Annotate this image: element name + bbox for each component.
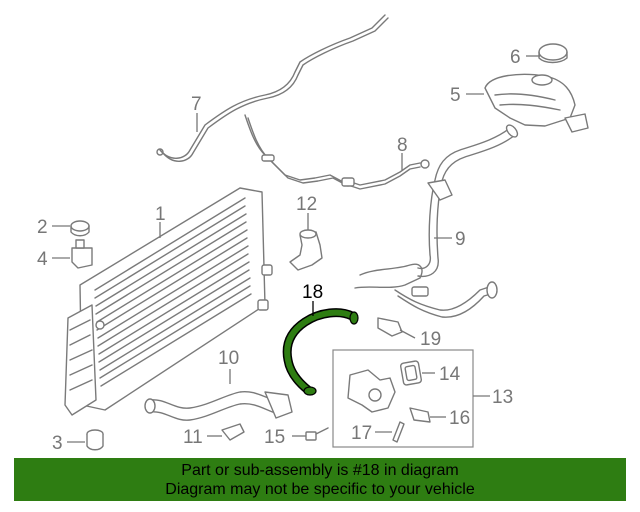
callout-17: 17: [351, 423, 372, 444]
callout-10: 10: [218, 348, 239, 369]
callout-4: 4: [37, 249, 48, 270]
part-18-hose-highlighted: [282, 308, 359, 396]
callout-11: 11: [183, 427, 203, 448]
leader-lines: [52, 55, 540, 443]
part-7-line: [156, 14, 389, 187]
callout-16: 16: [449, 408, 470, 429]
parts-diagram: 1 2 3 4 5 6 7 8 9 10 11 12 13 14 15 16 1…: [37, 14, 589, 454]
part-9-hose: [354, 124, 519, 318]
part-14-gasket: [400, 360, 422, 386]
part-8-line: [341, 159, 430, 190]
callout-6: 6: [510, 47, 521, 68]
callout-13: 13: [492, 387, 513, 408]
part-3-mount: [86, 429, 104, 451]
part-2-grommet: [70, 220, 90, 237]
callout-12: 12: [296, 194, 317, 215]
part-1-radiator: [64, 187, 273, 416]
part-4-bracket: [71, 239, 93, 269]
callout-15: 15: [264, 427, 285, 448]
callout-3: 3: [52, 433, 63, 454]
info-banner: Part or sub-assembly is #18 in diagram D…: [14, 458, 626, 501]
part-10-hose: [144, 390, 293, 421]
part-15-bolt: [305, 427, 329, 441]
callout-19: 19: [420, 329, 441, 350]
banner-line-2: Diagram may not be specific to your vehi…: [165, 481, 475, 498]
part-16-sensor: [409, 407, 431, 423]
part-17-clip: [392, 421, 405, 443]
part-6-cap: [538, 43, 568, 64]
part-19-pipe: [377, 317, 403, 337]
callout-9: 9: [455, 229, 466, 250]
callout-18: 18: [302, 282, 323, 303]
callout-2: 2: [37, 217, 48, 238]
callout-7: 7: [191, 94, 202, 115]
callout-1: 1: [155, 204, 166, 225]
part-11-clip: [221, 423, 245, 441]
part-5-reservoir: [484, 73, 589, 133]
callout-14: 14: [439, 364, 461, 385]
part-12-elbow: [289, 229, 323, 271]
callout-8: 8: [397, 135, 408, 156]
part-13-group-box: [332, 349, 474, 448]
callout-5: 5: [450, 85, 461, 106]
banner-line-1: Part or sub-assembly is #18 in diagram: [181, 462, 459, 479]
part-13-housing: [347, 369, 396, 413]
